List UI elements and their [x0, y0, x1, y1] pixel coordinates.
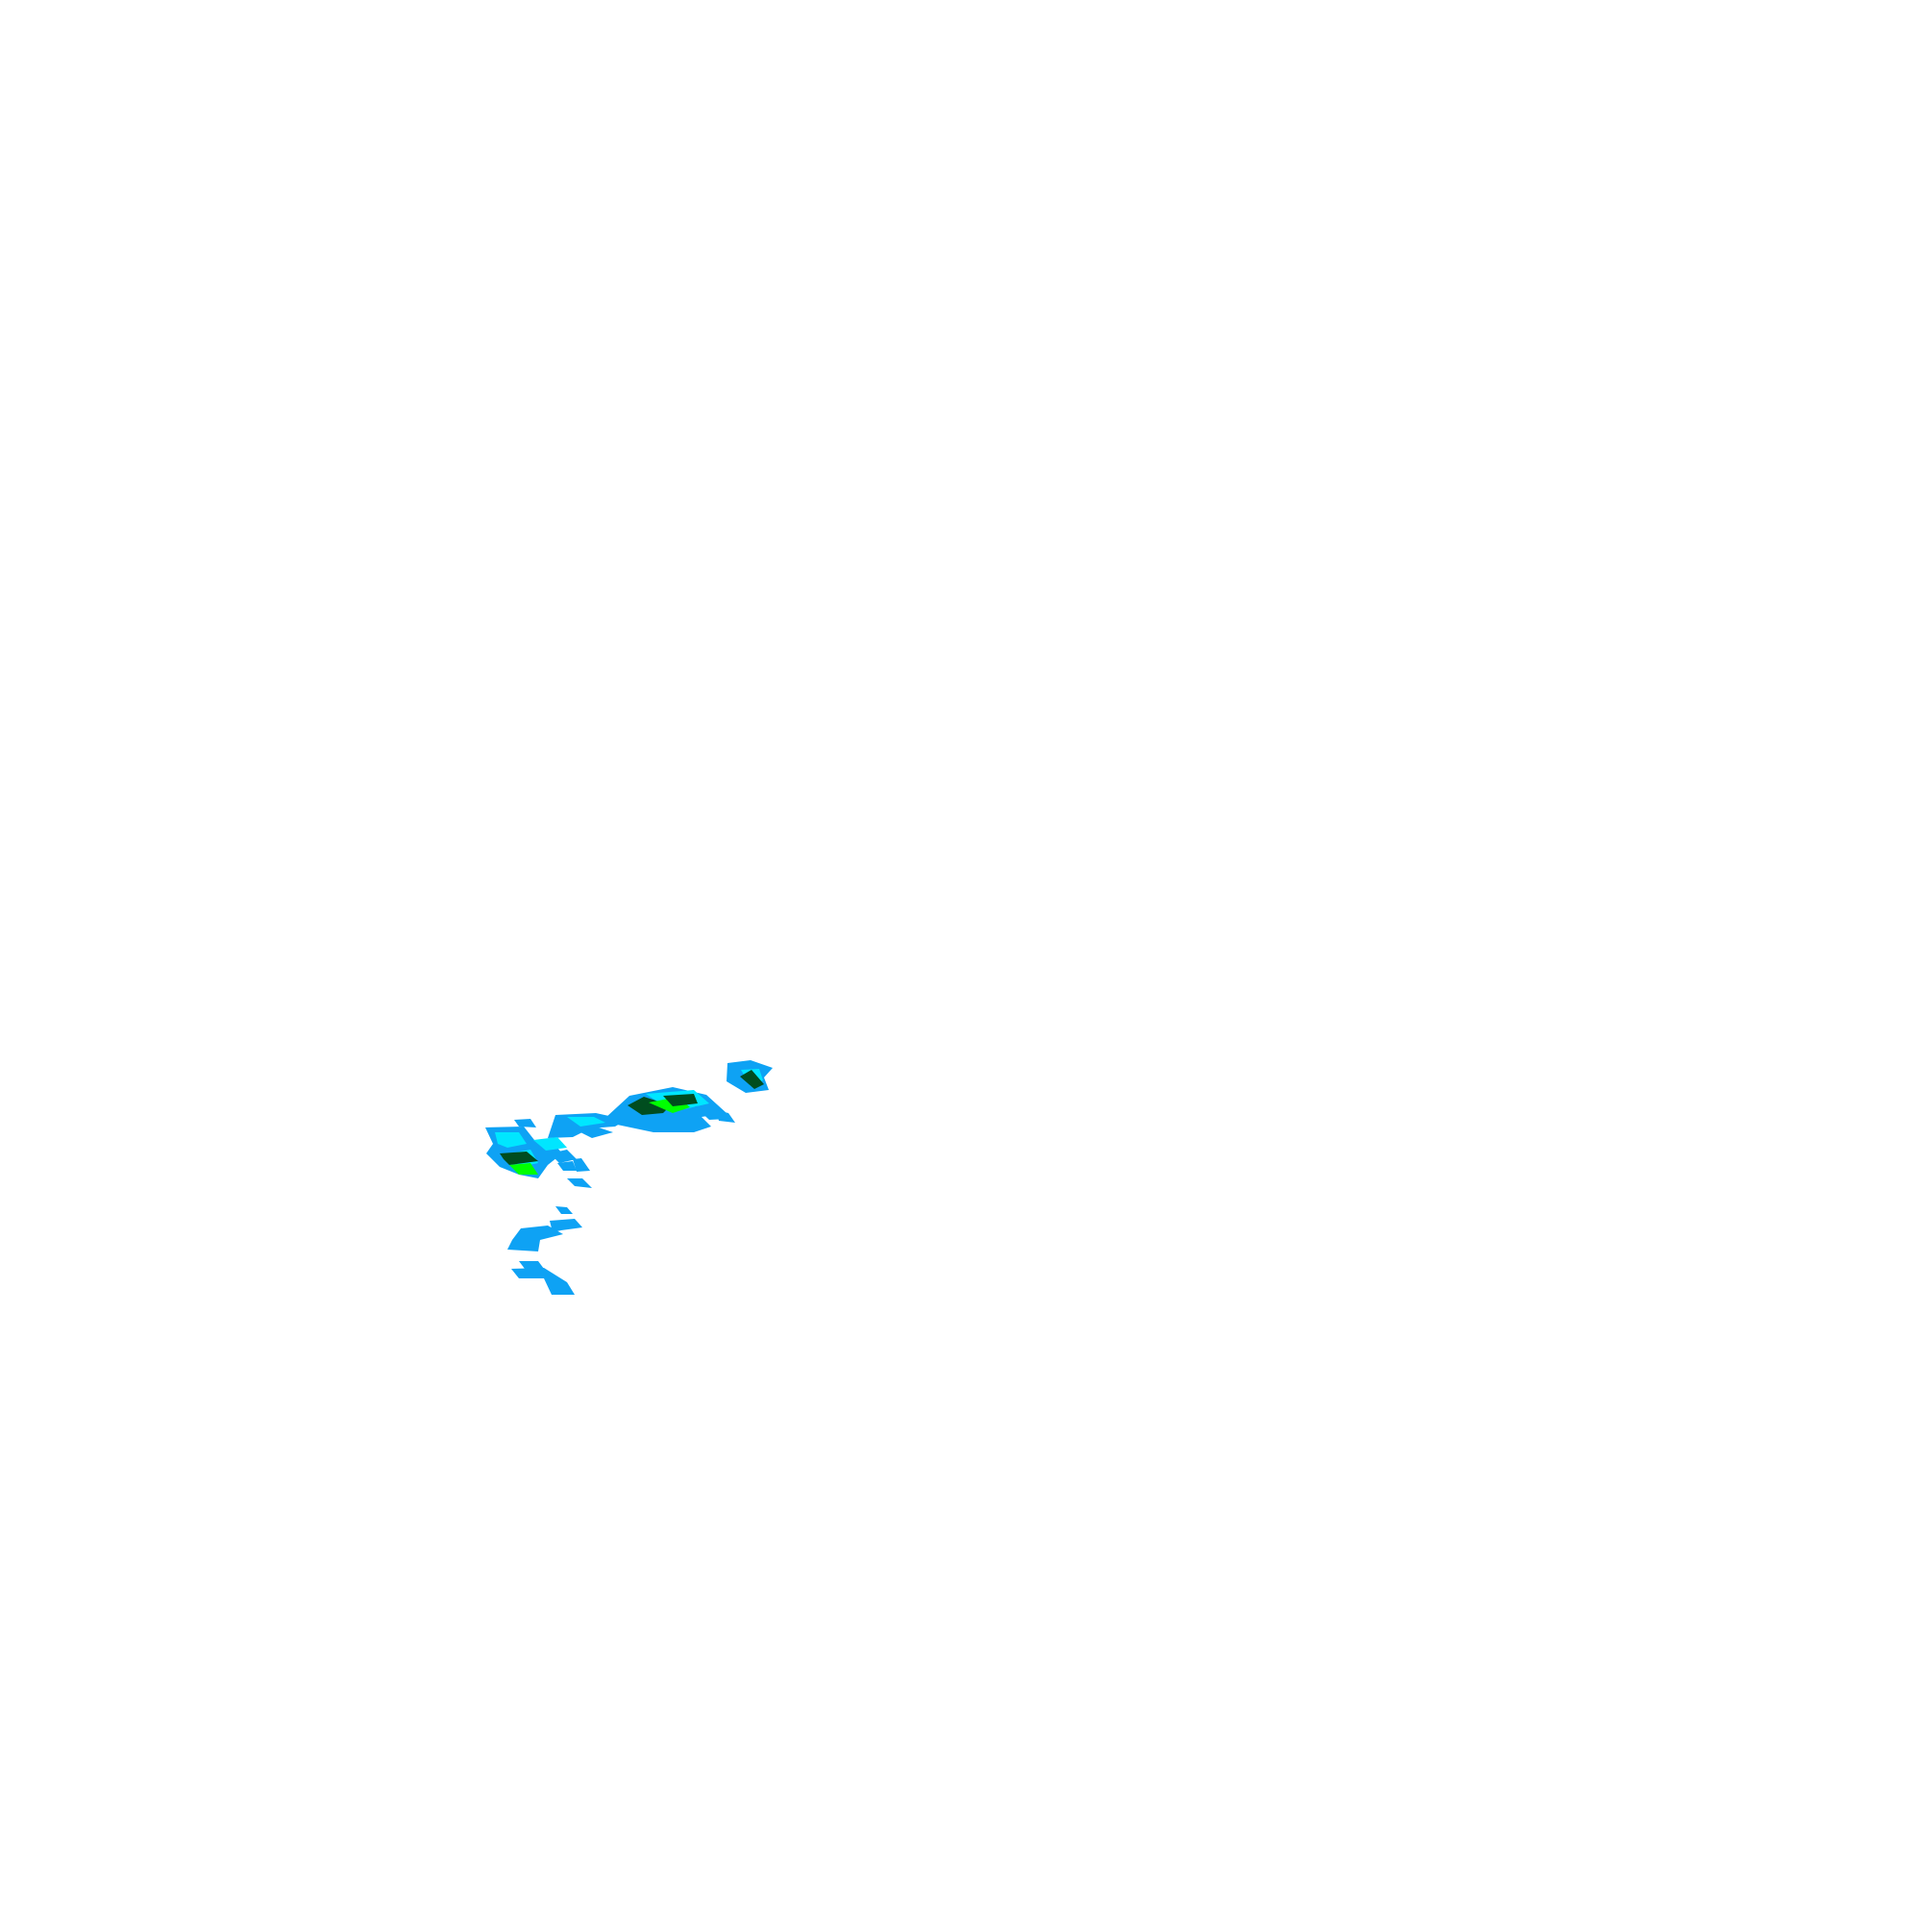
echo-cell-light: [577, 1127, 613, 1138]
echo-cell-light: [557, 1161, 577, 1171]
echo-cell-light: [511, 1268, 575, 1295]
echo-cell-light: [548, 1113, 627, 1138]
echo-cell-strong: [500, 1152, 538, 1165]
echo-cell-peak: [509, 1163, 538, 1175]
echo-cell-strong: [740, 1070, 764, 1089]
echo-cell-light: [555, 1206, 573, 1214]
echo-cell-light: [514, 1119, 536, 1127]
echo-cell-medium: [567, 1117, 605, 1127]
echo-cell-light: [519, 1261, 544, 1269]
echo-cell-light: [573, 1158, 590, 1172]
echo-cell-medium: [533, 1137, 567, 1151]
echo-cell-light: [507, 1226, 563, 1251]
echo-cell-light: [716, 1110, 735, 1123]
echo-cell-strong: [663, 1094, 698, 1106]
echo-cell-light: [550, 1150, 577, 1163]
echo-cell-light: [550, 1219, 582, 1232]
echo-cell-light: [567, 1178, 592, 1188]
echo-cell-medium: [495, 1132, 527, 1148]
echo-cell-strong: [628, 1097, 671, 1115]
